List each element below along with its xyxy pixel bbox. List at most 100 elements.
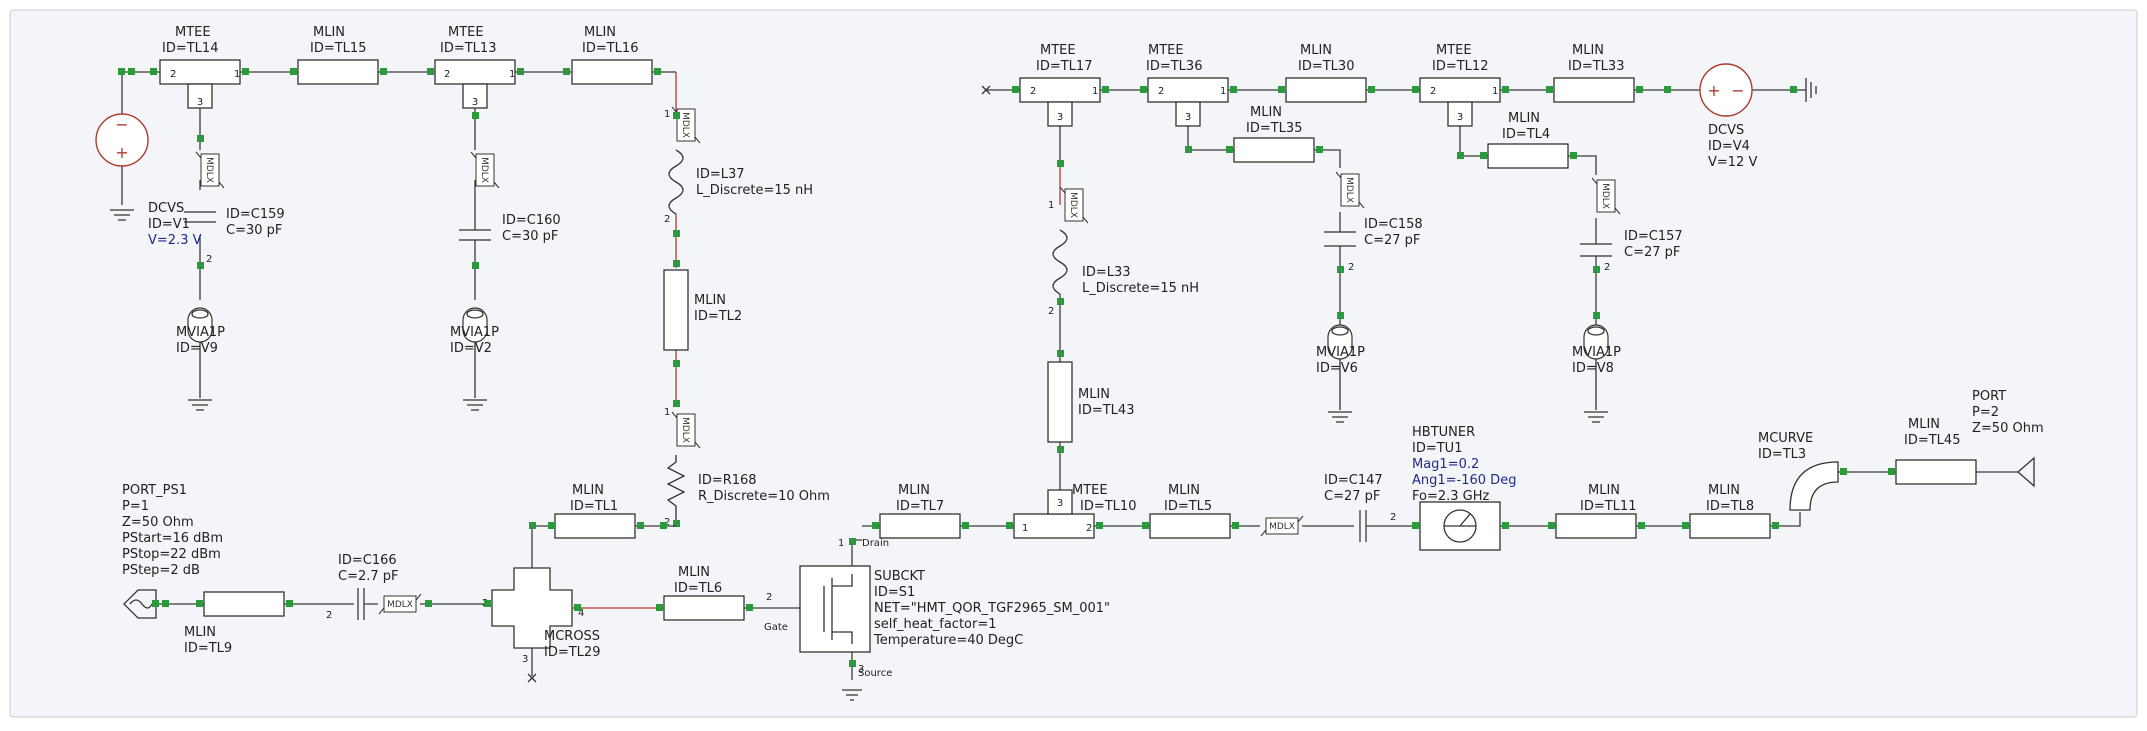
r168-id-label: ID=R168 — [698, 473, 757, 488]
tl29-id-label: ID=TL29 — [544, 645, 600, 660]
svg-text:3: 3 — [472, 97, 478, 108]
l37-id-label: ID=L37 — [696, 167, 745, 182]
mlin-tl11[interactable] — [1555, 513, 1637, 539]
mtee-tl12[interactable]: 2 1 3 — [1419, 77, 1501, 127]
dcvs-v1-symbol[interactable]: − + — [95, 72, 149, 221]
v1-id-label: ID=V1 — [148, 217, 190, 232]
mtee-tl10[interactable]: 1 2 3 — [1013, 489, 1095, 539]
svg-text:1: 1 — [1220, 86, 1226, 97]
port2-z-label: Z=50 Ohm — [1972, 421, 2044, 436]
mcurve-tl3[interactable] — [1789, 461, 1839, 511]
port2-symbol — [2017, 456, 2035, 488]
s1-drain-label: Drain — [862, 538, 889, 549]
tl8-type-label: MLIN — [1708, 483, 1740, 498]
tl16-id-label: ID=TL16 — [582, 41, 638, 56]
svg-text:1: 1 — [234, 69, 240, 80]
tl6-type-label: MLIN — [678, 565, 710, 580]
tl17-id-label: ID=TL17 — [1036, 59, 1092, 74]
mtee-tl14[interactable]: 2 1 3 — [159, 59, 241, 109]
mtee-tl17[interactable]: 2 1 3 — [1019, 77, 1101, 127]
tl10-type-label: MTEE — [1072, 483, 1108, 498]
c159-value-label: C=30 pF — [226, 223, 282, 238]
mlin-tl35[interactable] — [1233, 137, 1315, 163]
svg-text:+: + — [115, 143, 128, 162]
tl7-type-label: MLIN — [898, 483, 930, 498]
c157-value-label: C=27 pF — [1624, 245, 1680, 260]
inductor-l33-symbol — [1052, 229, 1068, 295]
port2-p-label: P=2 — [1972, 405, 1999, 420]
s1-id-label: ID=S1 — [874, 585, 915, 600]
svg-text:1: 1 — [1492, 86, 1498, 97]
c158-id-label: ID=C158 — [1364, 217, 1423, 232]
svg-text:2: 2 — [766, 592, 772, 603]
mlin-tl5[interactable] — [1149, 513, 1231, 539]
tl3-type-label: MCURVE — [1758, 431, 1813, 446]
s1-temp-label: Temperature=40 DegC — [873, 633, 1023, 648]
dcvs-v4-symbol[interactable]: + − — [1699, 63, 1817, 117]
port2-type-label: PORT — [1972, 389, 2006, 404]
mlin-tl1[interactable] — [554, 513, 636, 539]
v2-type-label: MVIA1P — [450, 325, 499, 340]
v8-id-label: ID=V8 — [1572, 361, 1614, 376]
svg-text:1: 1 — [664, 407, 670, 418]
mlin-tl30[interactable] — [1285, 77, 1367, 103]
tl9-id-label: ID=TL9 — [184, 641, 232, 656]
open-end-marker — [981, 85, 991, 95]
tu1-type-label: HBTUNER — [1412, 425, 1475, 440]
tl2-type-label: MLIN — [694, 293, 726, 308]
mlin-tl43[interactable] — [1047, 361, 1073, 443]
tl15-type-label: MLIN — [313, 25, 345, 40]
svg-text:−: − — [115, 115, 128, 134]
c158-value-label: C=27 pF — [1364, 233, 1420, 248]
v6-id-label: ID=V6 — [1316, 361, 1358, 376]
mvia1p-v6-symbol[interactable] — [1327, 324, 1353, 423]
mlin-tl15[interactable] — [297, 59, 379, 85]
svg-text:2: 2 — [664, 214, 670, 225]
mvia1p-v2-symbol[interactable] — [462, 307, 488, 411]
mlin-tl16[interactable] — [571, 59, 653, 85]
tl35-type-label: MLIN — [1250, 105, 1282, 120]
tl29-type-label: MCROSS — [544, 629, 600, 644]
port-ps1-pstep-label: PStep=2 dB — [122, 563, 200, 578]
tl1-id-label: ID=TL1 — [570, 499, 618, 514]
mlin-tl7[interactable] — [879, 513, 961, 539]
svg-text:4: 4 — [578, 608, 584, 619]
mvia1p-v8-symbol[interactable] — [1583, 324, 1609, 423]
mlin-tl45[interactable] — [1895, 459, 1977, 485]
tu1-fo-label: Fo=2.3 GHz — [1412, 489, 1490, 504]
bottom-signal-path: 2 4 3 1 2 3 — [122, 389, 2044, 701]
port-ps1-pstop-label: PStop=22 dBm — [122, 547, 221, 562]
mlin-tl4[interactable] — [1487, 143, 1569, 169]
tl1-type-label: MLIN — [572, 483, 604, 498]
capacitor-c160-symbol — [459, 229, 491, 241]
tl15-id-label: ID=TL15 — [310, 41, 366, 56]
svg-text:2: 2 — [326, 610, 332, 621]
tl45-type-label: MLIN — [1908, 417, 1940, 432]
svg-text:3: 3 — [1057, 112, 1063, 123]
mtee-tl13[interactable]: 2 1 3 — [434, 59, 516, 109]
mlin-tl9[interactable] — [203, 591, 285, 617]
svg-text:1: 1 — [1092, 86, 1098, 97]
mlin-tl8[interactable] — [1689, 513, 1771, 539]
mlin-tl33[interactable] — [1553, 77, 1635, 103]
svg-text:3: 3 — [1057, 498, 1063, 509]
port-ps1-pstart-label: PStart=16 dBm — [122, 531, 223, 546]
mvia1p-v9-symbol[interactable] — [187, 307, 213, 411]
tl11-id-label: ID=TL11 — [1580, 499, 1636, 514]
mlin-tl2[interactable] — [663, 269, 689, 351]
l37-value-label: L_Discrete=15 nH — [696, 183, 813, 198]
tl14-id-label: ID=TL14 — [162, 41, 218, 56]
tl8-id-label: ID=TL8 — [1706, 499, 1754, 514]
mlin-tl6[interactable] — [663, 595, 745, 621]
mtee-tl36[interactable]: 2 1 3 — [1147, 77, 1229, 127]
svg-text:3: 3 — [522, 654, 528, 665]
tl33-type-label: MLIN — [1572, 43, 1604, 58]
hbtuner-tu1[interactable] — [1419, 501, 1501, 551]
subckt-s1[interactable] — [799, 539, 871, 701]
tl13-type-label: MTEE — [448, 25, 484, 40]
tl30-type-label: MLIN — [1300, 43, 1332, 58]
tl14-type-label: MTEE — [175, 25, 211, 40]
tl6-id-label: ID=TL6 — [674, 581, 722, 596]
